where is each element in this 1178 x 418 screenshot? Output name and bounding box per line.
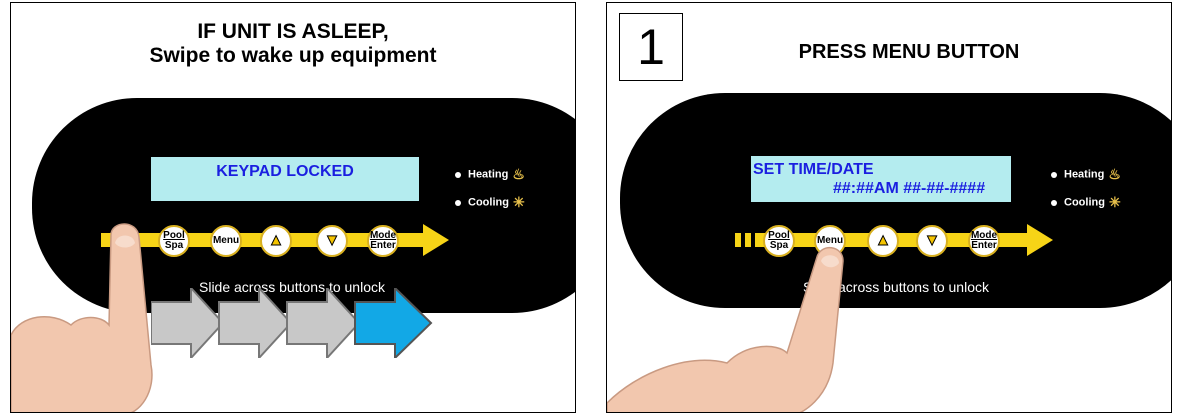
slide-hint: Slide across buttons to unlock: [199, 279, 385, 295]
heating-indicator: Heating♨: [1051, 166, 1121, 183]
lcd-display: KEYPAD LOCKED: [151, 157, 419, 201]
cooling-led: [455, 199, 461, 206]
heating-icon: ♨: [512, 166, 525, 182]
cooling-indicator: Cooling✳: [455, 194, 525, 211]
lcd-line-2: ##:##AM ##-##-####: [833, 180, 986, 197]
track-arrowhead: [1027, 224, 1053, 256]
menu-button[interactable]: Menu: [210, 225, 242, 257]
down-arrow-icon: ▼: [324, 232, 341, 249]
heating-led: [1051, 171, 1057, 178]
lcd-line-1: SET TIME/DATE: [753, 161, 874, 178]
up-arrow-icon: ▲: [268, 232, 285, 249]
pointing-finger-icon: [607, 247, 844, 412]
lcd-text: KEYPAD LOCKED: [216, 163, 354, 180]
cooling-led: [1051, 199, 1057, 206]
wake-instructions-panel: IF UNIT IS ASLEEP, Swipe to wake up equi…: [10, 2, 576, 413]
swipe-arrows-icon: [151, 288, 433, 358]
pool-spa-button[interactable]: Pool Spa: [158, 225, 190, 257]
pointing-finger-icon: [11, 223, 153, 412]
down-button[interactable]: ▼: [316, 225, 348, 257]
down-arrow-icon: ▼: [924, 232, 941, 249]
cooling-icon: ✳: [1108, 194, 1121, 210]
step-number-box: 1: [619, 13, 683, 81]
heating-icon: ♨: [1108, 166, 1121, 182]
heating-indicator: Heating♨: [455, 166, 525, 183]
down-button[interactable]: ▼: [916, 225, 948, 257]
heating-led: [455, 171, 461, 178]
up-arrow-icon: ▲: [875, 232, 892, 249]
slide-hint: Slide across buttons to unlock: [803, 279, 989, 295]
step-1-panel: 1 PRESS MENU BUTTON SET TIME/DATE ##:##A…: [606, 2, 1172, 413]
track-arrowhead: [423, 224, 449, 256]
up-button[interactable]: ▲: [867, 225, 899, 257]
panel-title: IF UNIT IS ASLEEP, Swipe to wake up equi…: [11, 20, 575, 68]
title-line-1: IF UNIT IS ASLEEP,: [197, 20, 389, 43]
cooling-indicator: Cooling✳: [1051, 194, 1121, 211]
lcd-display: SET TIME/DATE ##:##AM ##-##-####: [751, 156, 1011, 202]
cooling-icon: ✳: [512, 194, 525, 210]
panel-title: PRESS MENU BUTTON: [798, 41, 1020, 63]
mode-enter-button[interactable]: Mode Enter: [367, 225, 399, 257]
title-line-2: Swipe to wake up equipment: [149, 44, 437, 67]
pool-spa-button[interactable]: Pool Spa: [763, 225, 795, 257]
mode-enter-button[interactable]: Mode Enter: [968, 225, 1000, 257]
up-button[interactable]: ▲: [260, 225, 292, 257]
